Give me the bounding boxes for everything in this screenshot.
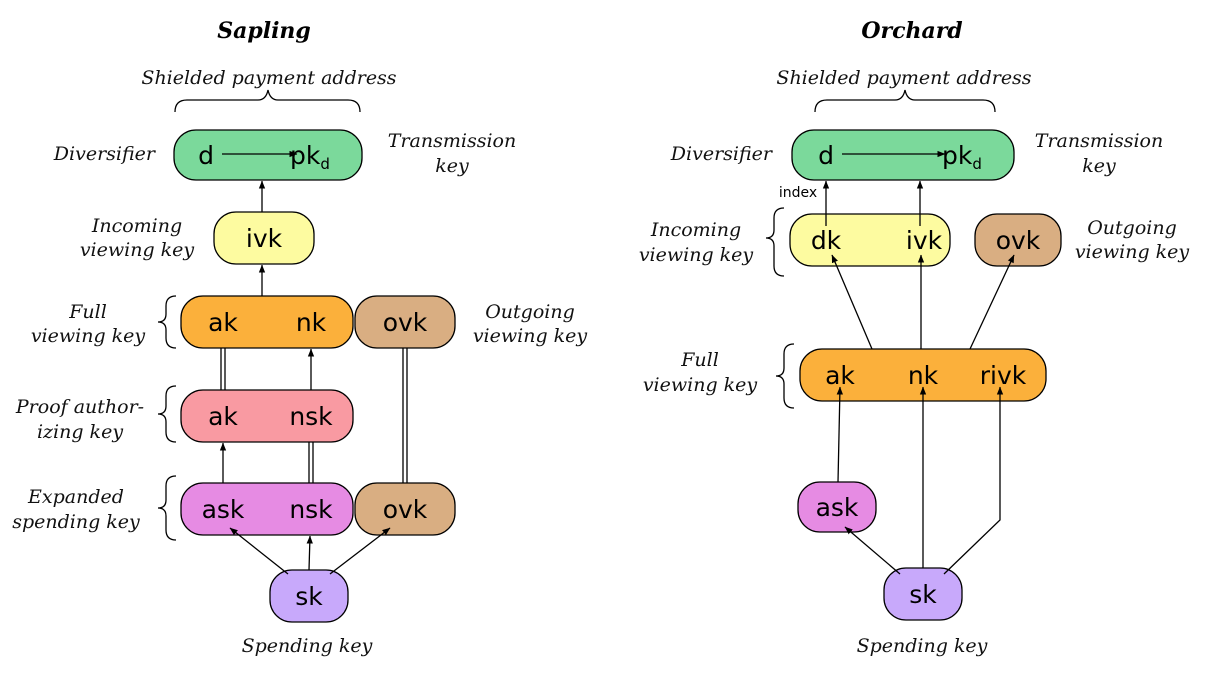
orchard-ivk-node: ivk [906,226,943,255]
orchard-nk-node: nk [908,361,939,390]
orchard-rivk-node: rivk [980,361,1027,390]
sapling-transmission-label-2: key [435,155,469,177]
orchard-ak-node: ak [825,361,855,390]
orchard-ask-to-ak-arrow [836,386,844,483]
sapling-ovk-box [354,295,456,349]
orchard-index-label: index [779,185,817,201]
orchard-transmission-label-2: key [1082,155,1116,177]
sapling-pak-brace [157,385,177,443]
orchard-ivk-label-2: viewing key [639,244,754,266]
sapling-ovk-label-2: viewing key [473,325,588,347]
sapling-ovk-node: ovk [383,308,428,337]
orchard-title: Orchard [861,18,962,44]
orchard-fvk-label-2: viewing key [643,374,758,396]
sapling-ovk-label-1: Outgoing [485,301,575,323]
orchard-ovk-node: ovk [996,226,1041,255]
sapling-ask-node: ask [202,495,245,524]
sapling-sk-node: sk [295,582,323,611]
orchard-ovk-box [974,213,1062,267]
sapling-fvk-ak-node: ak [208,308,238,337]
sapling-transmission-label-1: Transmission [388,130,516,152]
sapling-ovk2-node: ovk [383,495,428,524]
orchard-ivk-label-1: Incoming [650,219,741,241]
sapling-diversifier-label: Diversifier [53,143,157,165]
orchard-ovk-label-1: Outgoing [1087,217,1177,239]
sapling-ivk-node: ivk [246,224,283,253]
orchard-ivk-brace [765,207,785,277]
sapling-title: Sapling [217,18,311,44]
sapling-nsk-node: nsk [289,495,333,524]
orchard-fvk-to-dk-arrow [831,254,873,350]
sapling-ivk-label-2: viewing key [80,239,195,261]
sapling-esk-label-1: Expanded [27,486,124,508]
orchard-ask-node: ask [816,493,859,522]
orchard-address-brace [814,89,996,113]
orchard-panel: Orchard Shielded payment address d pkd D… [639,18,1190,657]
orchard-ovk-label-2: viewing key [1075,241,1190,263]
sapling-address-caption: Shielded payment address [141,67,396,89]
orchard-transmission-label-1: Transmission [1035,130,1163,152]
sapling-ovk2-box [354,482,456,536]
orchard-address-box [791,129,1015,181]
sapling-pak-label-1: Proof author- [15,396,144,418]
orchard-dk-node: dk [811,226,842,255]
orchard-ivk-box [789,213,951,267]
sapling-pak-box [180,389,354,443]
orchard-address-caption: Shielded payment address [776,67,1031,89]
sapling-address-box [173,129,363,181]
orchard-ask-box [797,481,877,533]
sapling-pak-label-2: izing key [37,421,123,443]
orchard-sk-label: Spending key [857,635,988,657]
sapling-sk-to-ovk-arrow [329,527,391,575]
sapling-ivk-box [213,211,315,265]
orchard-fvk-brace [775,343,795,409]
sapling-pak-ak-node: ak [208,402,238,431]
sapling-panel: Sapling Shielded payment address d pkd D… [12,18,587,657]
orchard-sk-to-ask-arrow [844,526,901,575]
orchard-sk-node: sk [909,580,937,609]
sapling-address-brace [174,89,361,113]
sapling-esk-label-2: spending key [12,511,140,533]
sapling-fvk-box [180,295,354,349]
orchard-d-node: d [818,141,834,170]
sapling-d-node: d [198,141,214,170]
sapling-fvk-nk-node: nk [296,308,327,337]
sapling-fvk-label-2: viewing key [31,325,146,347]
orchard-pk-node: pkd [942,141,982,173]
orchard-fvk-to-ovk-arrow [969,254,1015,350]
sapling-fvk-label-1: Full [68,301,107,323]
orchard-sk-to-rivk-arrow [943,386,1004,575]
sapling-pak-nsk-node: nsk [289,402,333,431]
orchard-diversifier-label: Diversifier [670,143,774,165]
sapling-esk-box [180,482,354,536]
sapling-sk-to-ask-arrow [229,527,289,575]
sapling-ivk-label-1: Incoming [91,215,182,237]
orchard-fvk-label-1: Full [680,349,719,371]
sapling-sk-label: Spending key [242,635,373,657]
sapling-esk-brace [157,475,177,541]
sapling-sk-to-nsk-arrow [306,535,313,571]
sapling-fvk-brace [157,295,177,349]
